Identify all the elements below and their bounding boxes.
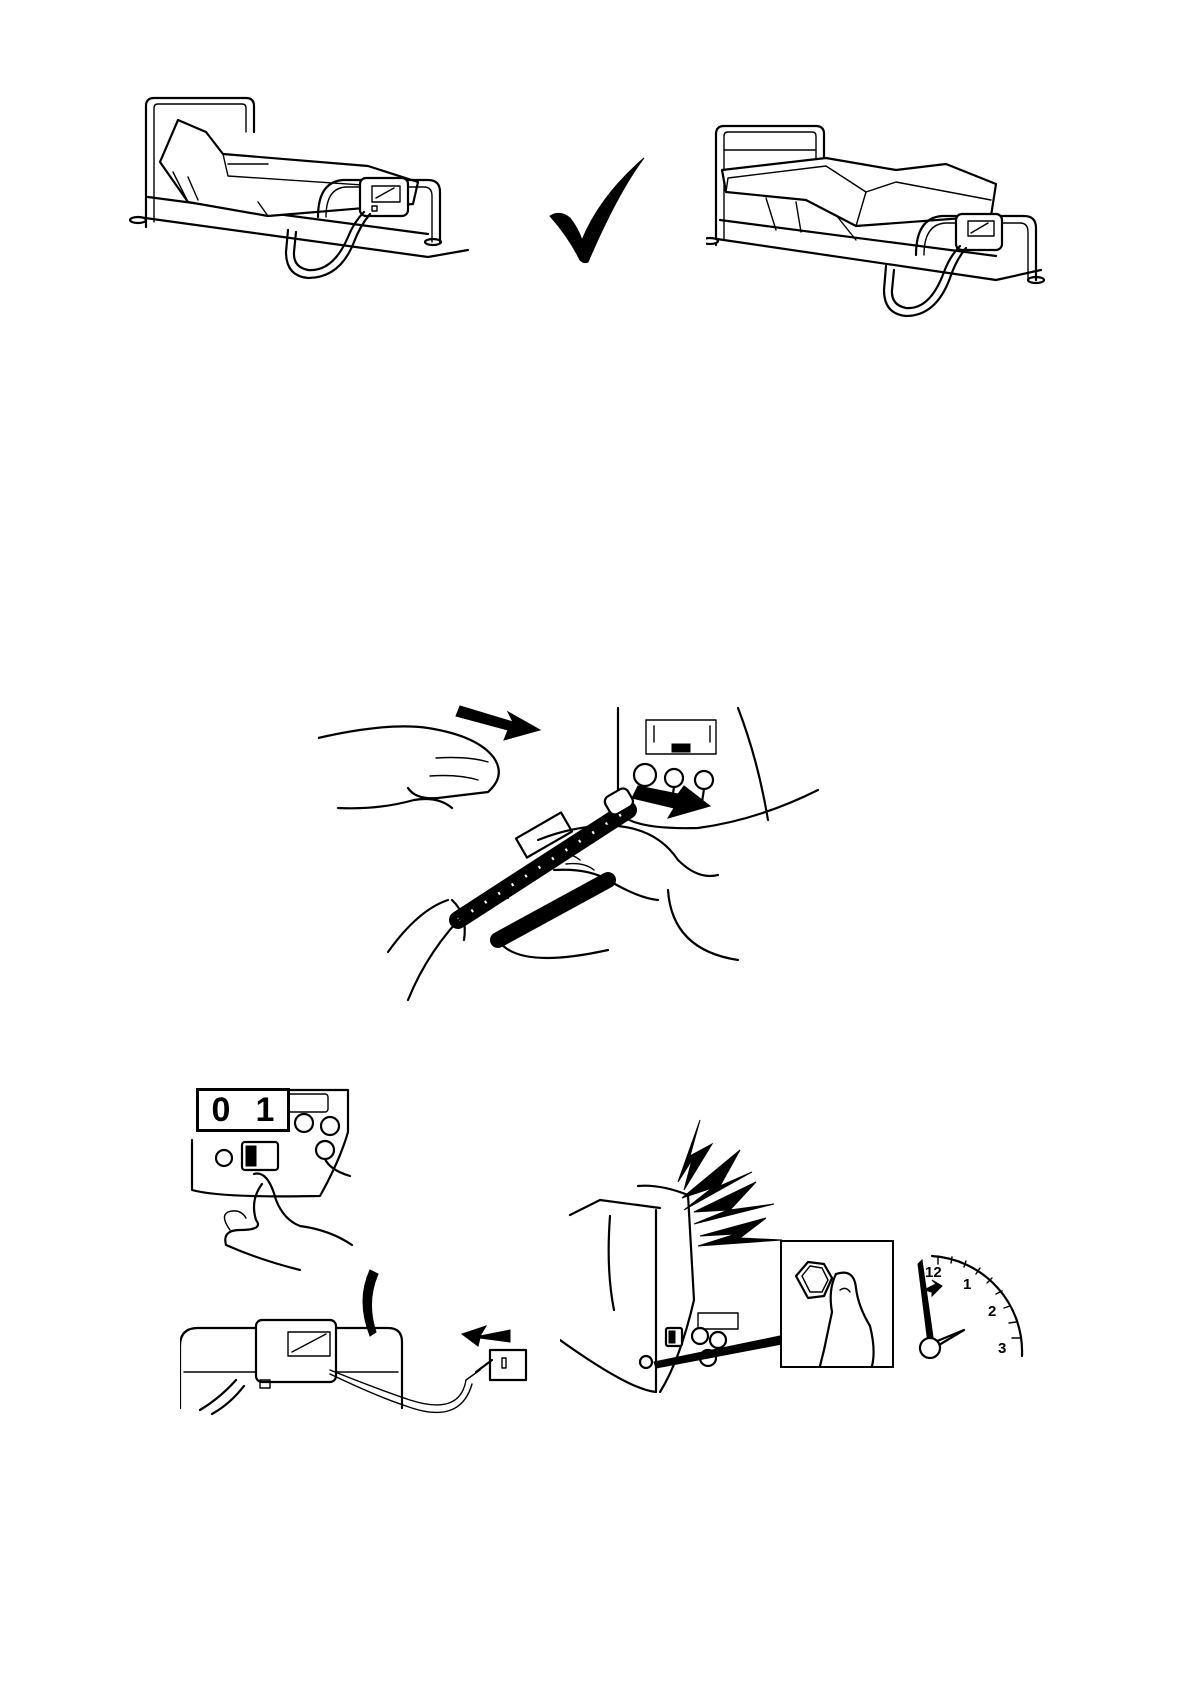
- switch-on-label: 1: [256, 1093, 275, 1127]
- bed-illustration-backrest-raised: [128, 92, 498, 292]
- switch-indicator-label: 0 1: [196, 1088, 290, 1132]
- dial-label-2: 2: [988, 1303, 996, 1320]
- dial-label-1: 1: [963, 1276, 971, 1293]
- hose-connection-illustration: [318, 700, 838, 1010]
- switch-off-label: 0: [212, 1093, 231, 1127]
- checkmark-icon: [548, 156, 648, 266]
- dial-label-12: 12: [925, 1264, 942, 1281]
- bed-illustration-contoured: [706, 120, 1066, 330]
- dial-label-3: 3: [998, 1340, 1006, 1357]
- power-switch-illustration: [180, 1080, 540, 1440]
- knob-inset-illustration: [780, 1240, 896, 1370]
